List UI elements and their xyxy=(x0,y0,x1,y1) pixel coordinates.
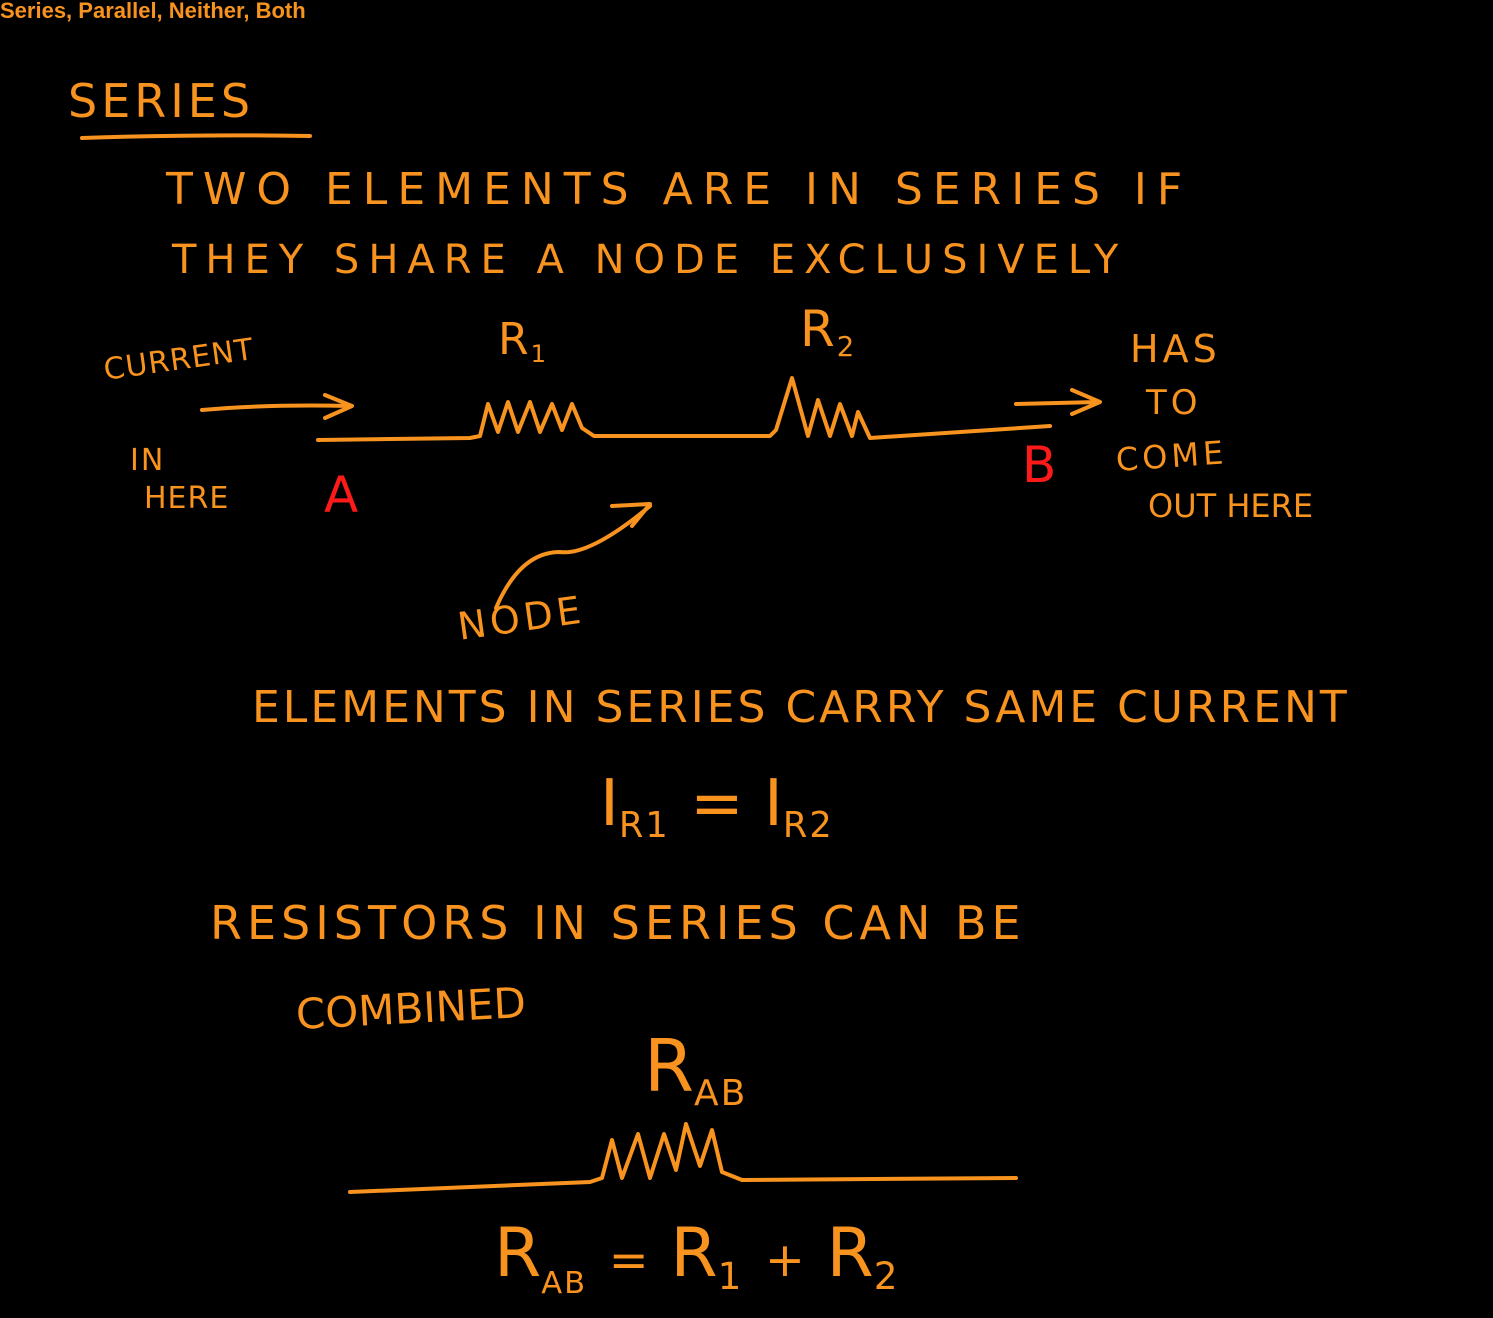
definition-line-1: TWO ELEMENTS ARE IN SERIES IF xyxy=(166,164,1193,215)
current-eq-lhs-sub: R1 xyxy=(618,805,670,847)
current-out-arrowhead xyxy=(1070,388,1102,416)
same-current-statement: ELEMENTS IN SERIES CARRY SAME CURRENT xyxy=(252,682,1350,733)
rab-label: RAB xyxy=(644,1030,747,1112)
current-eq-lhs: I xyxy=(600,767,619,841)
in-here-label-1: IN xyxy=(130,443,166,478)
sum-eq-plus: + xyxy=(764,1233,805,1288)
out-here-label: OUT HERE xyxy=(1148,487,1314,525)
current-equation: IR1 = IR2 xyxy=(600,772,834,843)
series-circuit-wire xyxy=(316,376,1052,442)
current-out-arrow xyxy=(1014,400,1100,406)
node-pointer-arrow xyxy=(494,504,652,610)
has-label: HAS xyxy=(1130,327,1221,371)
in-here-label-2: HERE xyxy=(144,481,230,516)
combine-line-1: RESISTORS IN SERIES CAN BE xyxy=(210,896,1026,950)
to-label: TO xyxy=(1146,383,1202,423)
r1-letter: R xyxy=(498,314,531,365)
section-heading: SERIES xyxy=(68,74,255,128)
current-eq-rhs-sub: R2 xyxy=(782,805,834,847)
sum-eq-term2-sub: 2 xyxy=(873,1254,900,1299)
r1-subscript: 1 xyxy=(530,340,548,369)
sum-eq-term1: R xyxy=(670,1214,718,1293)
page-title: Series, Parallel, Neither, Both xyxy=(0,0,306,23)
r2-label: R2 xyxy=(800,304,856,360)
node-a-label: A xyxy=(324,466,365,524)
current-in-arrowhead xyxy=(323,393,354,420)
rab-letter: R xyxy=(644,1024,695,1108)
combine-line-2: COMBINED xyxy=(294,977,528,1039)
r2-letter: R xyxy=(800,300,837,358)
sum-eq-lhs: R xyxy=(494,1214,542,1293)
rab-subscript: AB xyxy=(694,1073,748,1115)
sum-eq-term1-sub: 1 xyxy=(717,1254,744,1299)
current-eq-equals: = xyxy=(690,767,744,841)
definition-line-2: THEY SHARE A NODE EXCLUSIVELY xyxy=(172,237,1128,283)
r1-label: R1 xyxy=(498,318,548,367)
come-label: COME xyxy=(1114,433,1229,479)
node-pointer-arrowhead xyxy=(610,502,652,528)
current-in-arrow xyxy=(200,403,352,412)
sum-eq-equals: = xyxy=(608,1233,649,1288)
sum-eq-term2: R xyxy=(826,1214,874,1293)
combined-resistor-wire xyxy=(348,1122,1018,1194)
current-eq-rhs: I xyxy=(764,767,783,841)
r2-subscript: 2 xyxy=(836,330,857,363)
sum-equation: RAB = R1 + R2 xyxy=(494,1220,900,1299)
sum-eq-lhs-sub: AB xyxy=(541,1265,588,1301)
node-b-label: B xyxy=(1022,436,1063,494)
heading-underline xyxy=(80,133,312,140)
